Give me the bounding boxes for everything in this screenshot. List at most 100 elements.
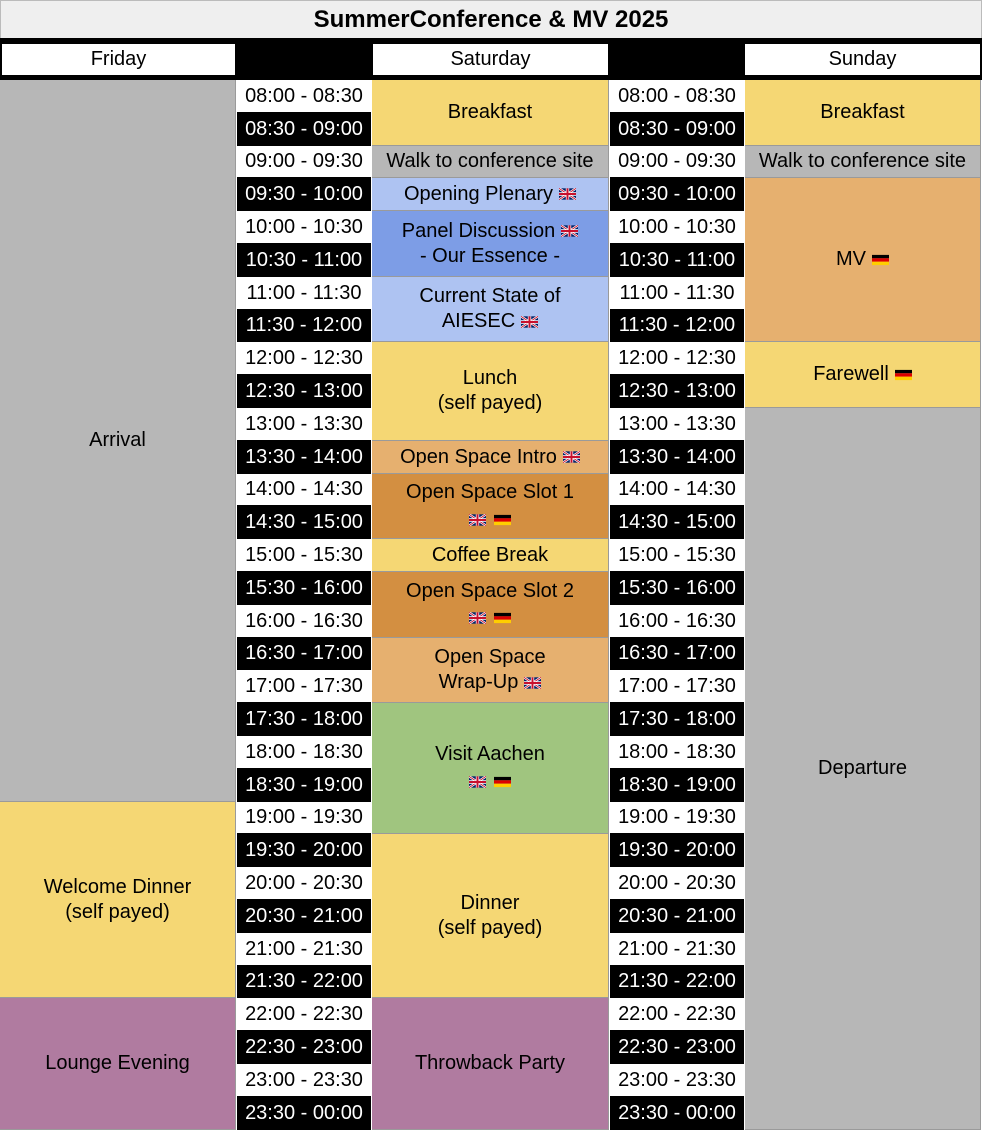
time-slot: 08:00 - 08:30 (237, 80, 371, 113)
event-label: Open Space Slot 2 (406, 579, 574, 602)
time-slot: 11:00 - 11:30 (610, 277, 744, 310)
event-label: Breakfast (820, 101, 905, 123)
time-slot: 18:30 - 19:00 (237, 769, 371, 802)
day-header-friday: Friday (2, 44, 235, 75)
time-slot: 22:00 - 22:30 (237, 998, 371, 1031)
event-farewell: Farewell (745, 342, 981, 408)
time-slot: 23:00 - 23:30 (610, 1064, 744, 1097)
event-breakfast: Breakfast (372, 80, 609, 146)
time-slot: 21:30 - 22:00 (237, 966, 371, 998)
time-slot: 16:30 - 17:00 (237, 638, 371, 670)
time-slot: 10:30 - 11:00 (610, 244, 744, 277)
time-slot: 19:00 - 19:30 (610, 802, 744, 834)
event-coffee-break: Coffee Break (372, 539, 609, 572)
germany-flag-icon (494, 507, 511, 532)
event-label: Breakfast (447, 101, 533, 123)
event-opening-plenary: Opening Plenary (372, 178, 609, 211)
event-welcome-dinner: Welcome Dinner(self payed) (0, 802, 236, 998)
day-header-saturday: Saturday (373, 44, 608, 75)
time-slot: 12:00 - 12:30 (237, 342, 371, 375)
time-slot: 18:00 - 18:30 (237, 736, 371, 769)
event-label: Departure (818, 757, 907, 779)
page-title: SummerConference & MV 2025 (0, 0, 982, 38)
time-slot: 21:00 - 21:30 (610, 933, 744, 966)
time-slot: 22:30 - 23:00 (610, 1031, 744, 1064)
germany-flag-icon (894, 362, 912, 387)
event-lounge-evening: Lounge Evening (0, 998, 236, 1130)
time-slot: 14:00 - 14:30 (237, 474, 371, 506)
event-label: (self payed) (437, 916, 543, 939)
time-slot: 23:30 - 00:00 (237, 1097, 371, 1130)
time-slot: 14:30 - 15:00 (237, 506, 371, 539)
time-slot: 19:30 - 20:00 (610, 834, 744, 867)
uk-flag-icon (521, 309, 539, 334)
time-slot: 10:00 - 10:30 (237, 211, 371, 244)
event-open-space-slot-2: Open Space Slot 2 (372, 572, 609, 638)
time-slot: 13:00 - 13:30 (237, 408, 371, 441)
time-slot: 19:00 - 19:30 (237, 802, 371, 834)
event-label: MV (836, 248, 866, 270)
event-label: Farewell (813, 363, 889, 385)
event-arrival: Arrival (0, 80, 236, 802)
time-slot: 14:00 - 14:30 (610, 474, 744, 506)
event-walk: Walk to conference site (372, 146, 609, 178)
event-label: Coffee Break (431, 543, 549, 566)
event-label: Arrival (89, 429, 146, 451)
time-slot: 20:30 - 21:00 (237, 900, 371, 933)
language-flags (469, 606, 511, 631)
event-label: AIESEC (441, 310, 516, 332)
time-slot: 11:30 - 12:00 (610, 310, 744, 342)
time-slot: 21:00 - 21:30 (237, 933, 371, 966)
event-label: Dinner (460, 891, 520, 914)
time-slot: 08:30 - 09:00 (237, 113, 371, 146)
time-slot: 15:00 - 15:30 (610, 539, 744, 572)
time-slot: 22:00 - 22:30 (610, 998, 744, 1031)
event-open-space-intro: Open Space Intro (372, 441, 609, 474)
time-slot: 17:30 - 18:00 (237, 703, 371, 736)
time-slot: 17:00 - 17:30 (610, 670, 744, 703)
event-lunch: Lunch(self payed) (372, 342, 609, 441)
event-label: Open Space (434, 646, 546, 668)
day-header-sunday: Sunday (745, 44, 980, 75)
event-label: Welcome Dinner (43, 875, 192, 898)
time-slot: 13:30 - 14:00 (237, 441, 371, 474)
time-slot: 22:30 - 23:00 (237, 1031, 371, 1064)
time-slot: 08:30 - 09:00 (610, 113, 744, 146)
time-slot: 20:30 - 21:00 (610, 900, 744, 933)
event-label: Wrap-Up (438, 671, 519, 693)
event-open-space-slot-1: Open Space Slot 1 (372, 474, 609, 539)
uk-flag-icon (469, 769, 486, 794)
uk-flag-icon (469, 507, 486, 532)
event-label: - Our Essence - (419, 244, 561, 267)
time-slot: 09:00 - 09:30 (610, 146, 744, 178)
germany-flag-icon (494, 606, 511, 631)
time-slot: 12:30 - 13:00 (237, 375, 371, 408)
event-dinner: Dinner(self payed) (372, 834, 609, 998)
event-walk-sun: Walk to conference site (745, 146, 981, 178)
event-label: Walk to conference site (386, 150, 594, 172)
time-slot: 09:00 - 09:30 (237, 146, 371, 178)
time-slot: 23:30 - 00:00 (610, 1097, 744, 1130)
time-slot: 16:30 - 17:00 (610, 638, 744, 670)
event-label: (self payed) (65, 900, 170, 923)
time-slot: 09:30 - 10:00 (610, 178, 744, 211)
time-slot: 20:00 - 20:30 (610, 867, 744, 900)
time-slot: 11:00 - 11:30 (237, 277, 371, 310)
time-slot: 11:30 - 12:00 (237, 310, 371, 342)
time-slot: 08:00 - 08:30 (610, 80, 744, 113)
germany-flag-icon (872, 247, 889, 272)
time-slot: 16:00 - 16:30 (610, 605, 744, 638)
germany-flag-icon (494, 769, 511, 794)
event-label: Open Space Slot 1 (406, 481, 574, 503)
time-slot: 10:30 - 11:00 (237, 244, 371, 277)
time-slot: 17:30 - 18:00 (610, 703, 744, 736)
event-visit-aachen: Visit Aachen (372, 703, 609, 834)
time-slot: 21:30 - 22:00 (610, 966, 744, 998)
event-label: Lounge Evening (45, 1052, 190, 1074)
event-label: Walk to conference site (758, 150, 967, 172)
time-slot: 18:00 - 18:30 (610, 736, 744, 769)
event-throwback-party: Throwback Party (372, 998, 609, 1130)
title-divider (0, 38, 982, 42)
